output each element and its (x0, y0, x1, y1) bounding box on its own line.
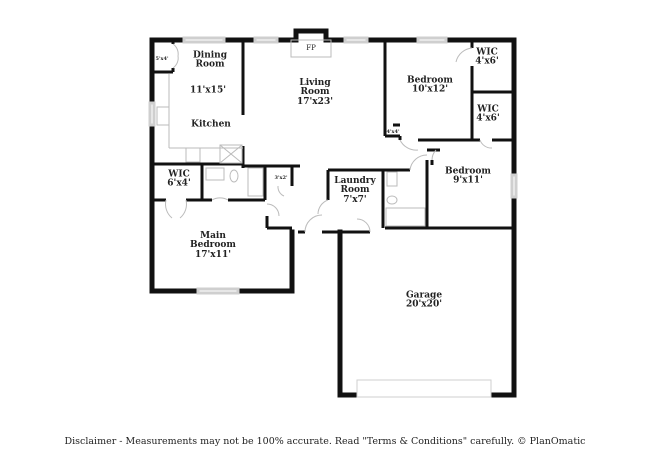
kitchen-label: Kitchen (191, 119, 231, 130)
fixtures (156, 39, 426, 227)
closet-bedroom-label: 4'x4' (386, 129, 400, 135)
garage-label: Garage 20'x20' (405, 290, 443, 310)
windows (148, 36, 518, 398)
wic-ne-bottom-label: WIC 4'x6' (476, 104, 500, 124)
kitchen-dining-dimension: 11'x15' (190, 85, 226, 96)
doors (165, 43, 493, 233)
closet-dining-label: 5'x4' (155, 56, 169, 62)
main-bedroom-label: Main Bedroom 17'x11' (190, 230, 236, 260)
living-room-label: Living Room 17'x23' (297, 77, 333, 107)
dining-room-label: Dining Room (192, 50, 228, 70)
closet-hall-label: 3'x2' (274, 175, 288, 181)
wic-ne-top-label: WIC 4'x6' (475, 47, 499, 67)
laundry-room-label: Laundry Room 7'x7' (334, 175, 376, 205)
bedroom-ne-label: Bedroom 10'x12' (407, 75, 453, 95)
wic-main-label: WIC 6'x4' (167, 169, 191, 189)
interior-walls (152, 40, 514, 234)
bedroom-e-label: Bedroom 9'x11' (445, 166, 491, 186)
fireplace-label: FP (306, 44, 316, 52)
disclaimer-text: Disclaimer - Measurements may not be 100… (64, 436, 586, 447)
